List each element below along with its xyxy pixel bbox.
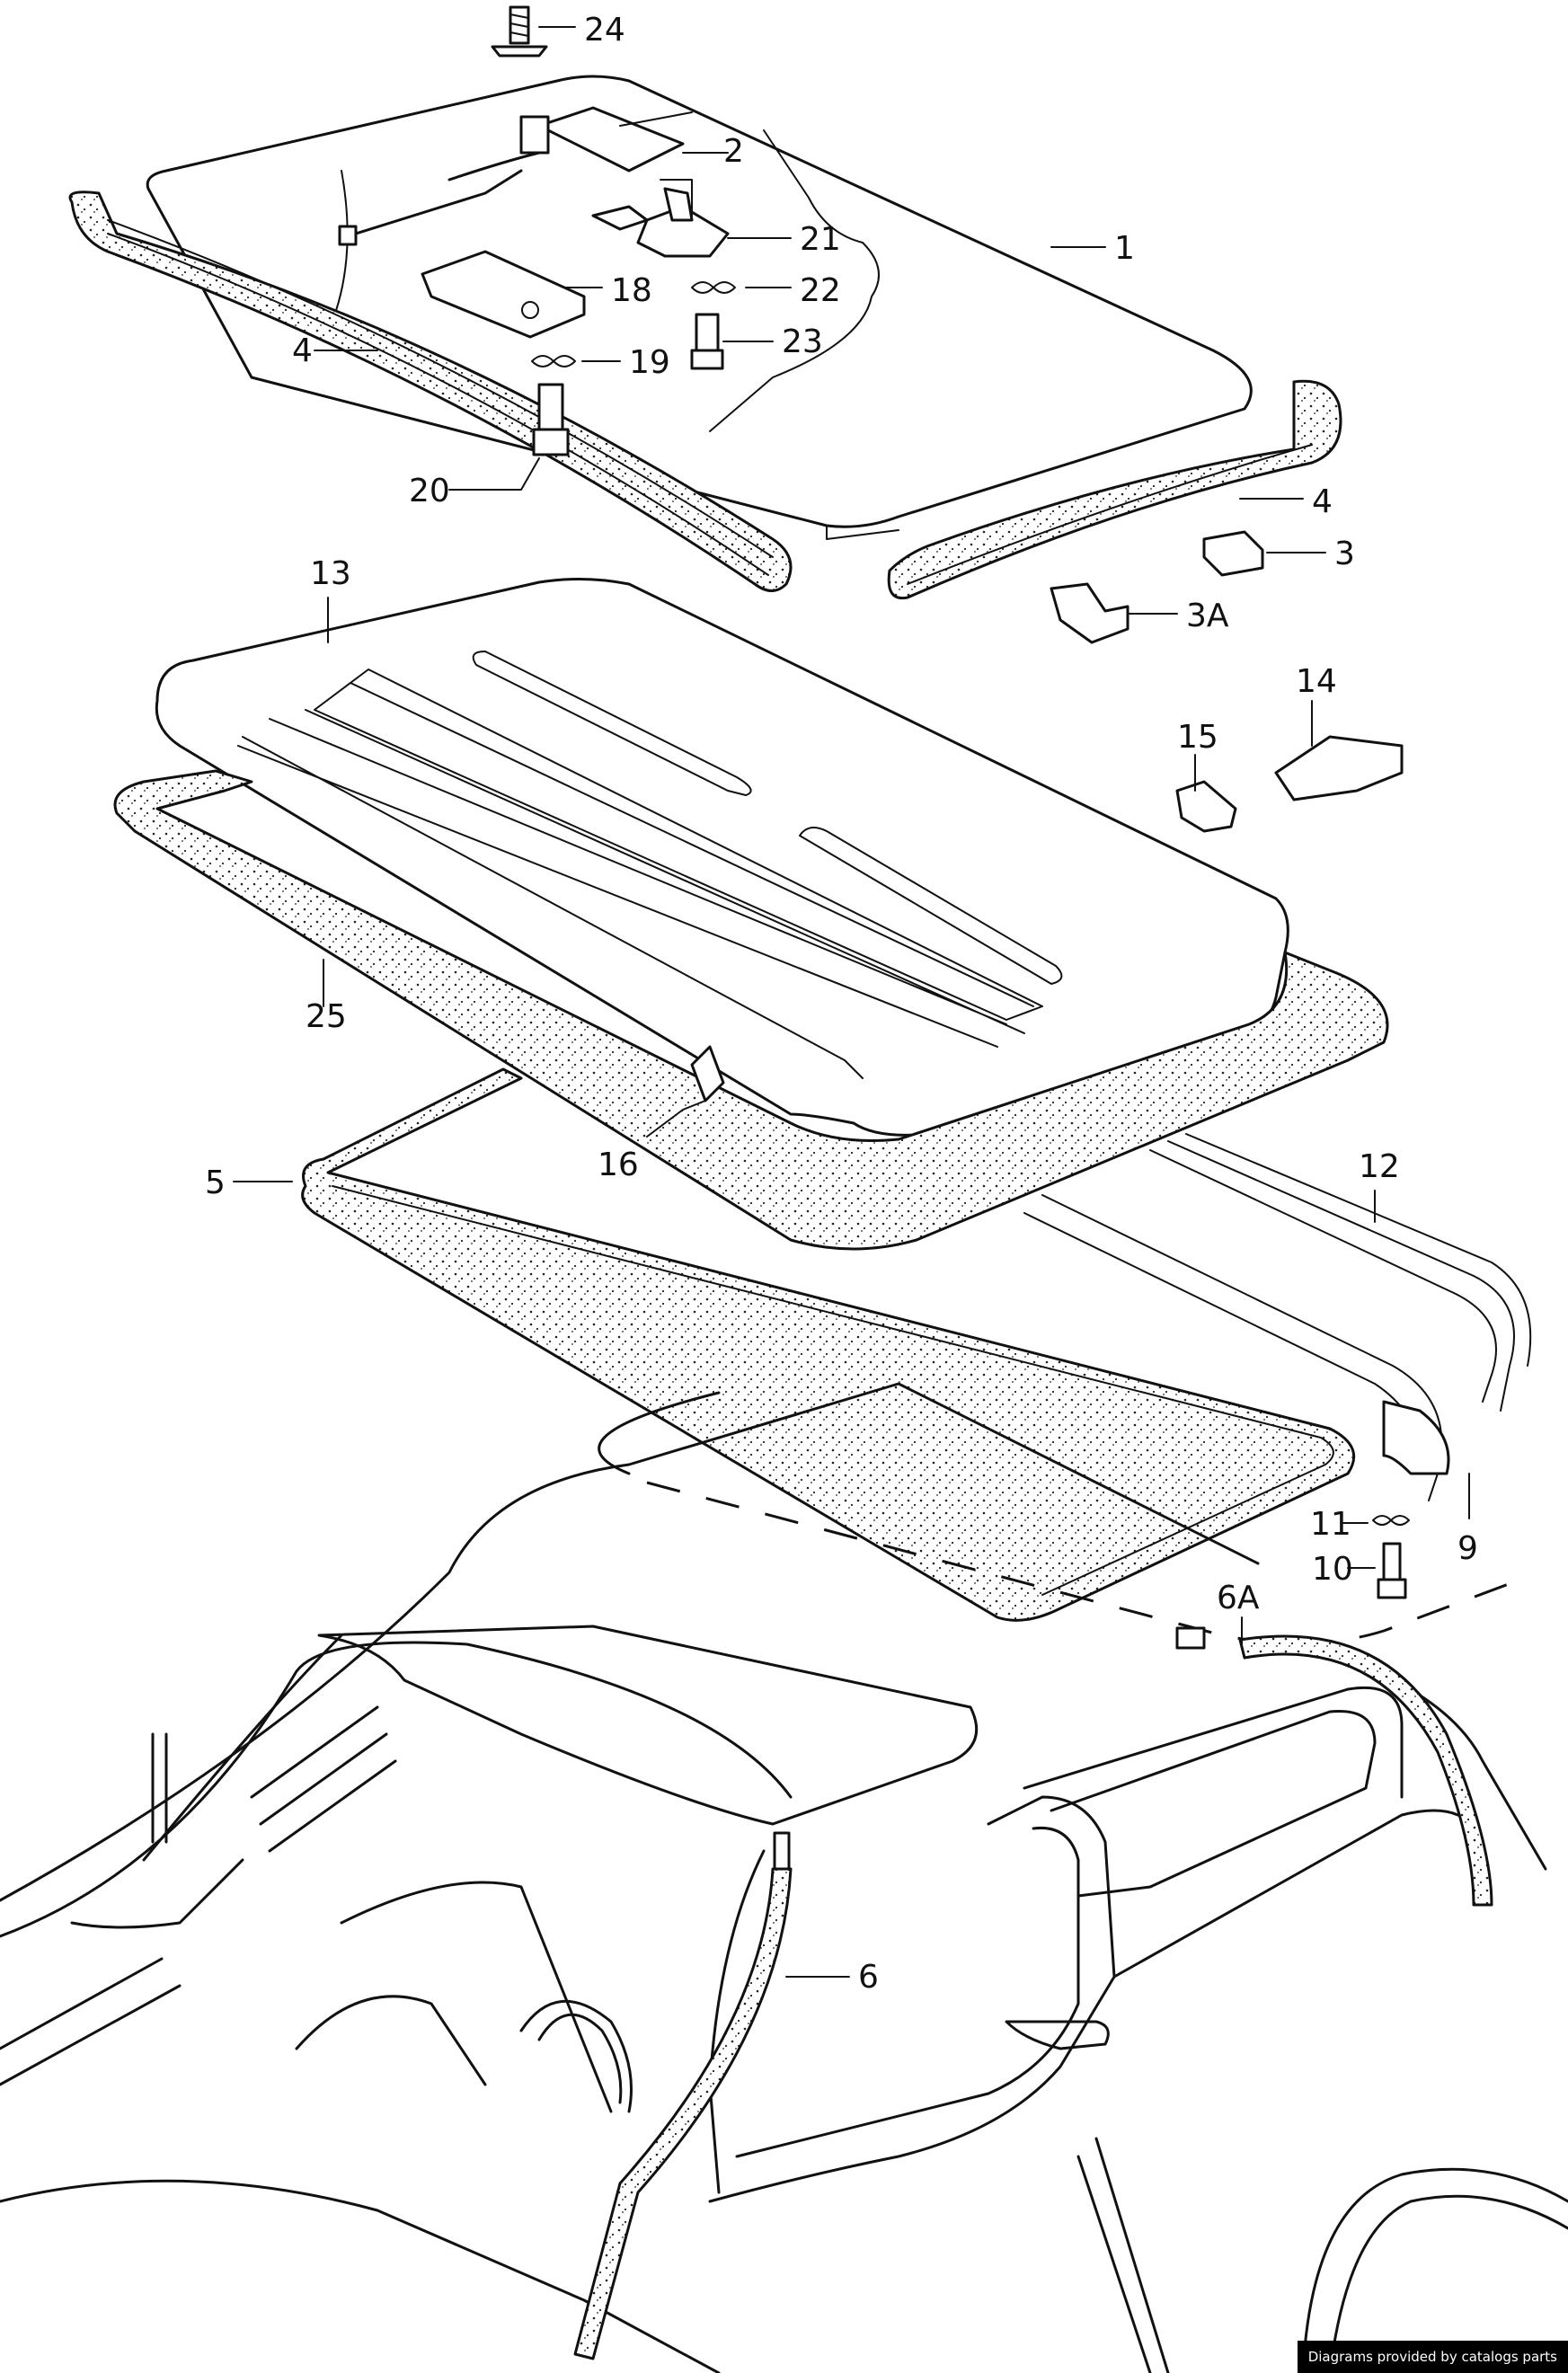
callout-25: 25 bbox=[306, 998, 347, 1035]
washer-19 bbox=[531, 355, 576, 367]
callout-21: 21 bbox=[800, 221, 841, 258]
callout-16: 16 bbox=[598, 1147, 639, 1183]
leader-lines bbox=[233, 26, 1470, 1978]
callout-5: 5 bbox=[205, 1164, 226, 1201]
callout-13: 13 bbox=[310, 555, 351, 592]
mechanism-2 bbox=[338, 106, 693, 246]
callout-9: 9 bbox=[1457, 1530, 1478, 1567]
callout-19: 19 bbox=[629, 344, 670, 381]
clip-15 bbox=[1175, 780, 1237, 833]
clip-3A bbox=[1050, 582, 1129, 644]
callout-20: 20 bbox=[409, 473, 450, 509]
callout-1: 1 bbox=[1114, 230, 1135, 267]
drain-hose-6 bbox=[573, 1831, 793, 2360]
credit-footer: Diagrams provided by catalogs parts bbox=[1297, 2341, 1568, 2373]
callout-3: 3 bbox=[1334, 536, 1355, 572]
side-seal-4-right bbox=[887, 379, 1342, 600]
callout-6: 6 bbox=[858, 1959, 879, 1996]
bracket-18 bbox=[421, 250, 586, 339]
callout-10: 10 bbox=[1312, 1551, 1353, 1588]
screw-24 bbox=[491, 5, 548, 58]
bracket-21 bbox=[591, 187, 730, 258]
callout-4-right: 4 bbox=[1312, 483, 1333, 520]
guide-14 bbox=[1274, 735, 1404, 801]
callout-6A: 6A bbox=[1217, 1580, 1260, 1616]
drain-hose-6A bbox=[1175, 1626, 1493, 1907]
callout-2: 2 bbox=[723, 133, 744, 170]
clip-3 bbox=[1202, 530, 1264, 577]
callout-22: 22 bbox=[800, 272, 841, 309]
sunroof-panel-13 bbox=[155, 577, 1289, 1137]
side-seal-4-left bbox=[68, 190, 793, 592]
callout-12: 12 bbox=[1359, 1148, 1400, 1185]
clip-16 bbox=[690, 1045, 725, 1102]
callout-15: 15 bbox=[1177, 719, 1218, 756]
washer-11 bbox=[1372, 1515, 1410, 1526]
screw-10 bbox=[1377, 1542, 1407, 1599]
screw-23 bbox=[690, 313, 724, 370]
callout-3A: 3A bbox=[1186, 598, 1229, 634]
callout-labels: 24 2 1 21 18 22 23 19 4 20 4 3 3A 13 14 … bbox=[205, 12, 1478, 1996]
callout-23: 23 bbox=[782, 323, 823, 360]
car-body bbox=[0, 1382, 1568, 2373]
callout-11: 11 bbox=[1310, 1506, 1351, 1543]
seal-frame-25 bbox=[113, 769, 1389, 1251]
callout-24: 24 bbox=[584, 12, 625, 49]
callout-14: 14 bbox=[1296, 663, 1337, 700]
rear-trim-9 bbox=[1382, 1400, 1450, 1475]
washer-22 bbox=[691, 281, 736, 294]
callout-4-left: 4 bbox=[292, 332, 313, 369]
screw-20 bbox=[532, 383, 570, 456]
callout-18: 18 bbox=[611, 272, 652, 309]
frame-seal-5 bbox=[301, 1067, 1356, 1622]
